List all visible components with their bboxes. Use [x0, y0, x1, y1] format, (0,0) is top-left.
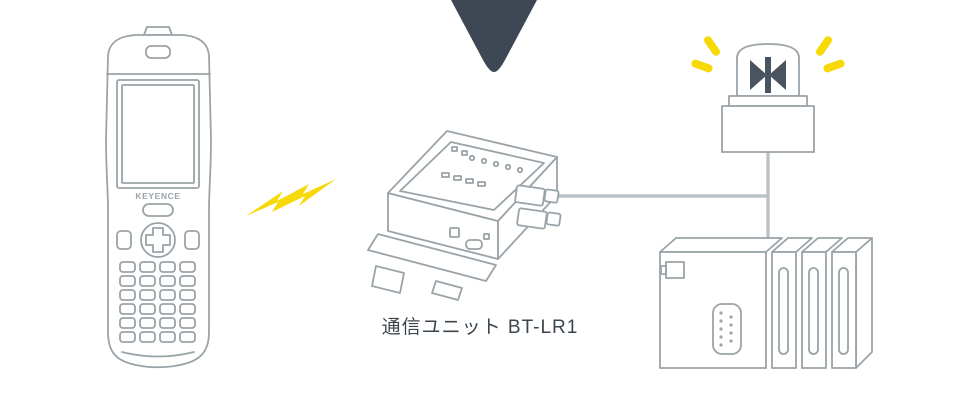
terminal-speaker [145, 45, 171, 59]
horn-symbol [750, 57, 786, 93]
terminal-side-key-right [184, 230, 200, 250]
beacon-light-illustration [691, 36, 845, 153]
unit-led-indicators [441, 146, 524, 187]
unit-foot-left [371, 265, 405, 294]
plc-module-3 [831, 237, 873, 369]
beacon-collar [728, 95, 808, 107]
terminal-side-key-left [116, 230, 132, 250]
plc-dsub-connector [712, 303, 742, 355]
unit-foot-right [431, 280, 463, 301]
connection-lines [558, 150, 770, 240]
plc-card-tab [660, 265, 667, 275]
plc-cpu-module [659, 237, 783, 369]
communication-unit-illustration [367, 130, 562, 301]
unit-base-plate [367, 233, 497, 282]
plc-module-1 [771, 237, 813, 369]
plc-illustration [659, 237, 873, 369]
terminal-screen [116, 79, 200, 189]
flash-marks [691, 36, 845, 73]
terminal-scan-key [142, 203, 174, 217]
unit-top-inner [399, 141, 545, 211]
terminal-dpad-cross [145, 227, 171, 253]
unit-terminal-connectors [514, 184, 562, 230]
terminal-screen-inner [121, 84, 195, 184]
unit-front-ports [449, 227, 490, 250]
beacon-base [721, 105, 815, 153]
terminal-top-notch [143, 26, 173, 36]
plc-module-2 [801, 237, 843, 369]
terminal-bottom-line [121, 351, 195, 358]
down-arrow-icon [451, 0, 537, 72]
handheld-terminal-illustration: KEYENCE [105, 26, 212, 369]
brand-label: KEYENCE [135, 191, 180, 201]
lightning-bolt-icon [246, 179, 336, 216]
communication-unit-label: 通信ユニット BT-LR1 [381, 317, 579, 338]
